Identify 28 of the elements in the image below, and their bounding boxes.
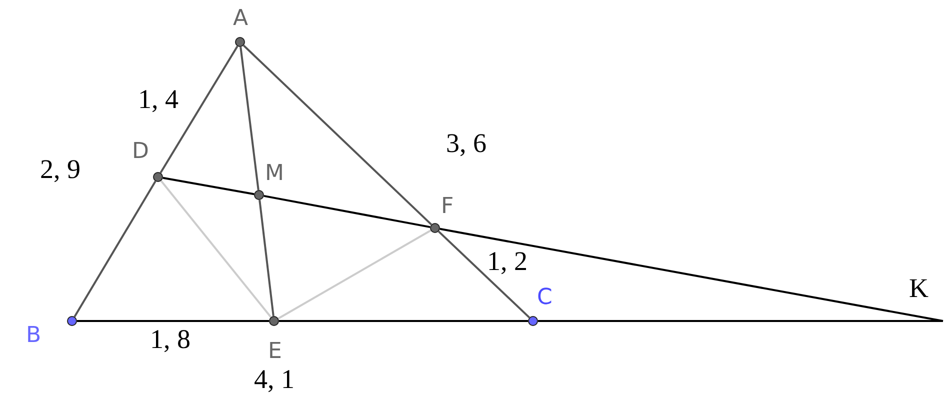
line-segment <box>440 228 944 322</box>
line-segment <box>160 46 238 174</box>
length-label: 1, 2 <box>487 248 528 275</box>
line-segment <box>538 320 943 322</box>
length-label: 1, 4 <box>138 86 178 113</box>
point-label: C <box>537 287 552 309</box>
point-label: M <box>265 163 284 185</box>
point-label: A <box>233 8 248 30</box>
line-segment <box>279 320 528 322</box>
length-label: 1, 8 <box>150 326 190 353</box>
point-label: B <box>26 325 42 347</box>
line-segment <box>162 176 254 196</box>
point-label: D <box>132 141 149 163</box>
line-segment <box>242 44 432 226</box>
point-label: F <box>441 196 454 218</box>
length-label: 3, 6 <box>446 130 486 157</box>
line-segment <box>77 320 269 322</box>
line-segment <box>278 230 432 320</box>
line-segment <box>438 230 530 318</box>
length-label: 2, 9 <box>40 156 80 183</box>
point-label: K <box>909 275 928 302</box>
line-segment <box>240 46 260 190</box>
length-label: 4, 1 <box>254 366 294 393</box>
line-segment <box>74 180 156 318</box>
line-segment <box>264 194 430 228</box>
point-label: E <box>268 341 282 363</box>
line-segment <box>160 180 272 318</box>
line-segment <box>258 200 274 316</box>
